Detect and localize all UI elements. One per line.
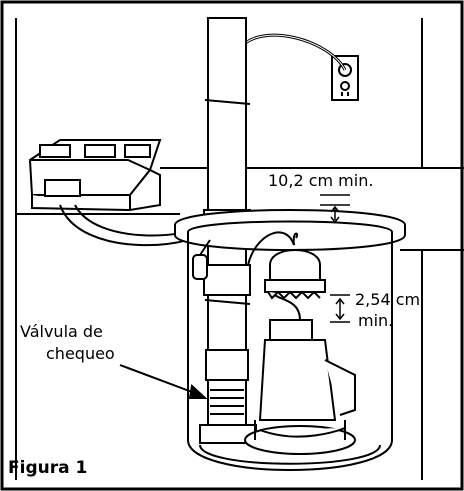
check-valve [210, 389, 244, 415]
battery-box [28, 139, 162, 212]
secondary-float [192, 239, 211, 280]
check-valve-label-2: chequeo [46, 344, 115, 363]
check-valve-arrow [119, 364, 208, 399]
float-clearance-label: 2,54 cm [355, 290, 421, 309]
dimension-markers [320, 194, 350, 323]
float-switch [264, 232, 326, 300]
sump-pump [244, 319, 356, 455]
sump-basin [174, 209, 406, 471]
figure-title: Figura 1 [8, 458, 88, 478]
check-valve-label: Válvula de [20, 322, 103, 341]
top-clearance-label: 10,2 cm min. [268, 171, 374, 190]
wall-outlet [331, 55, 359, 101]
float-clearance-min-label: min. [358, 311, 394, 330]
